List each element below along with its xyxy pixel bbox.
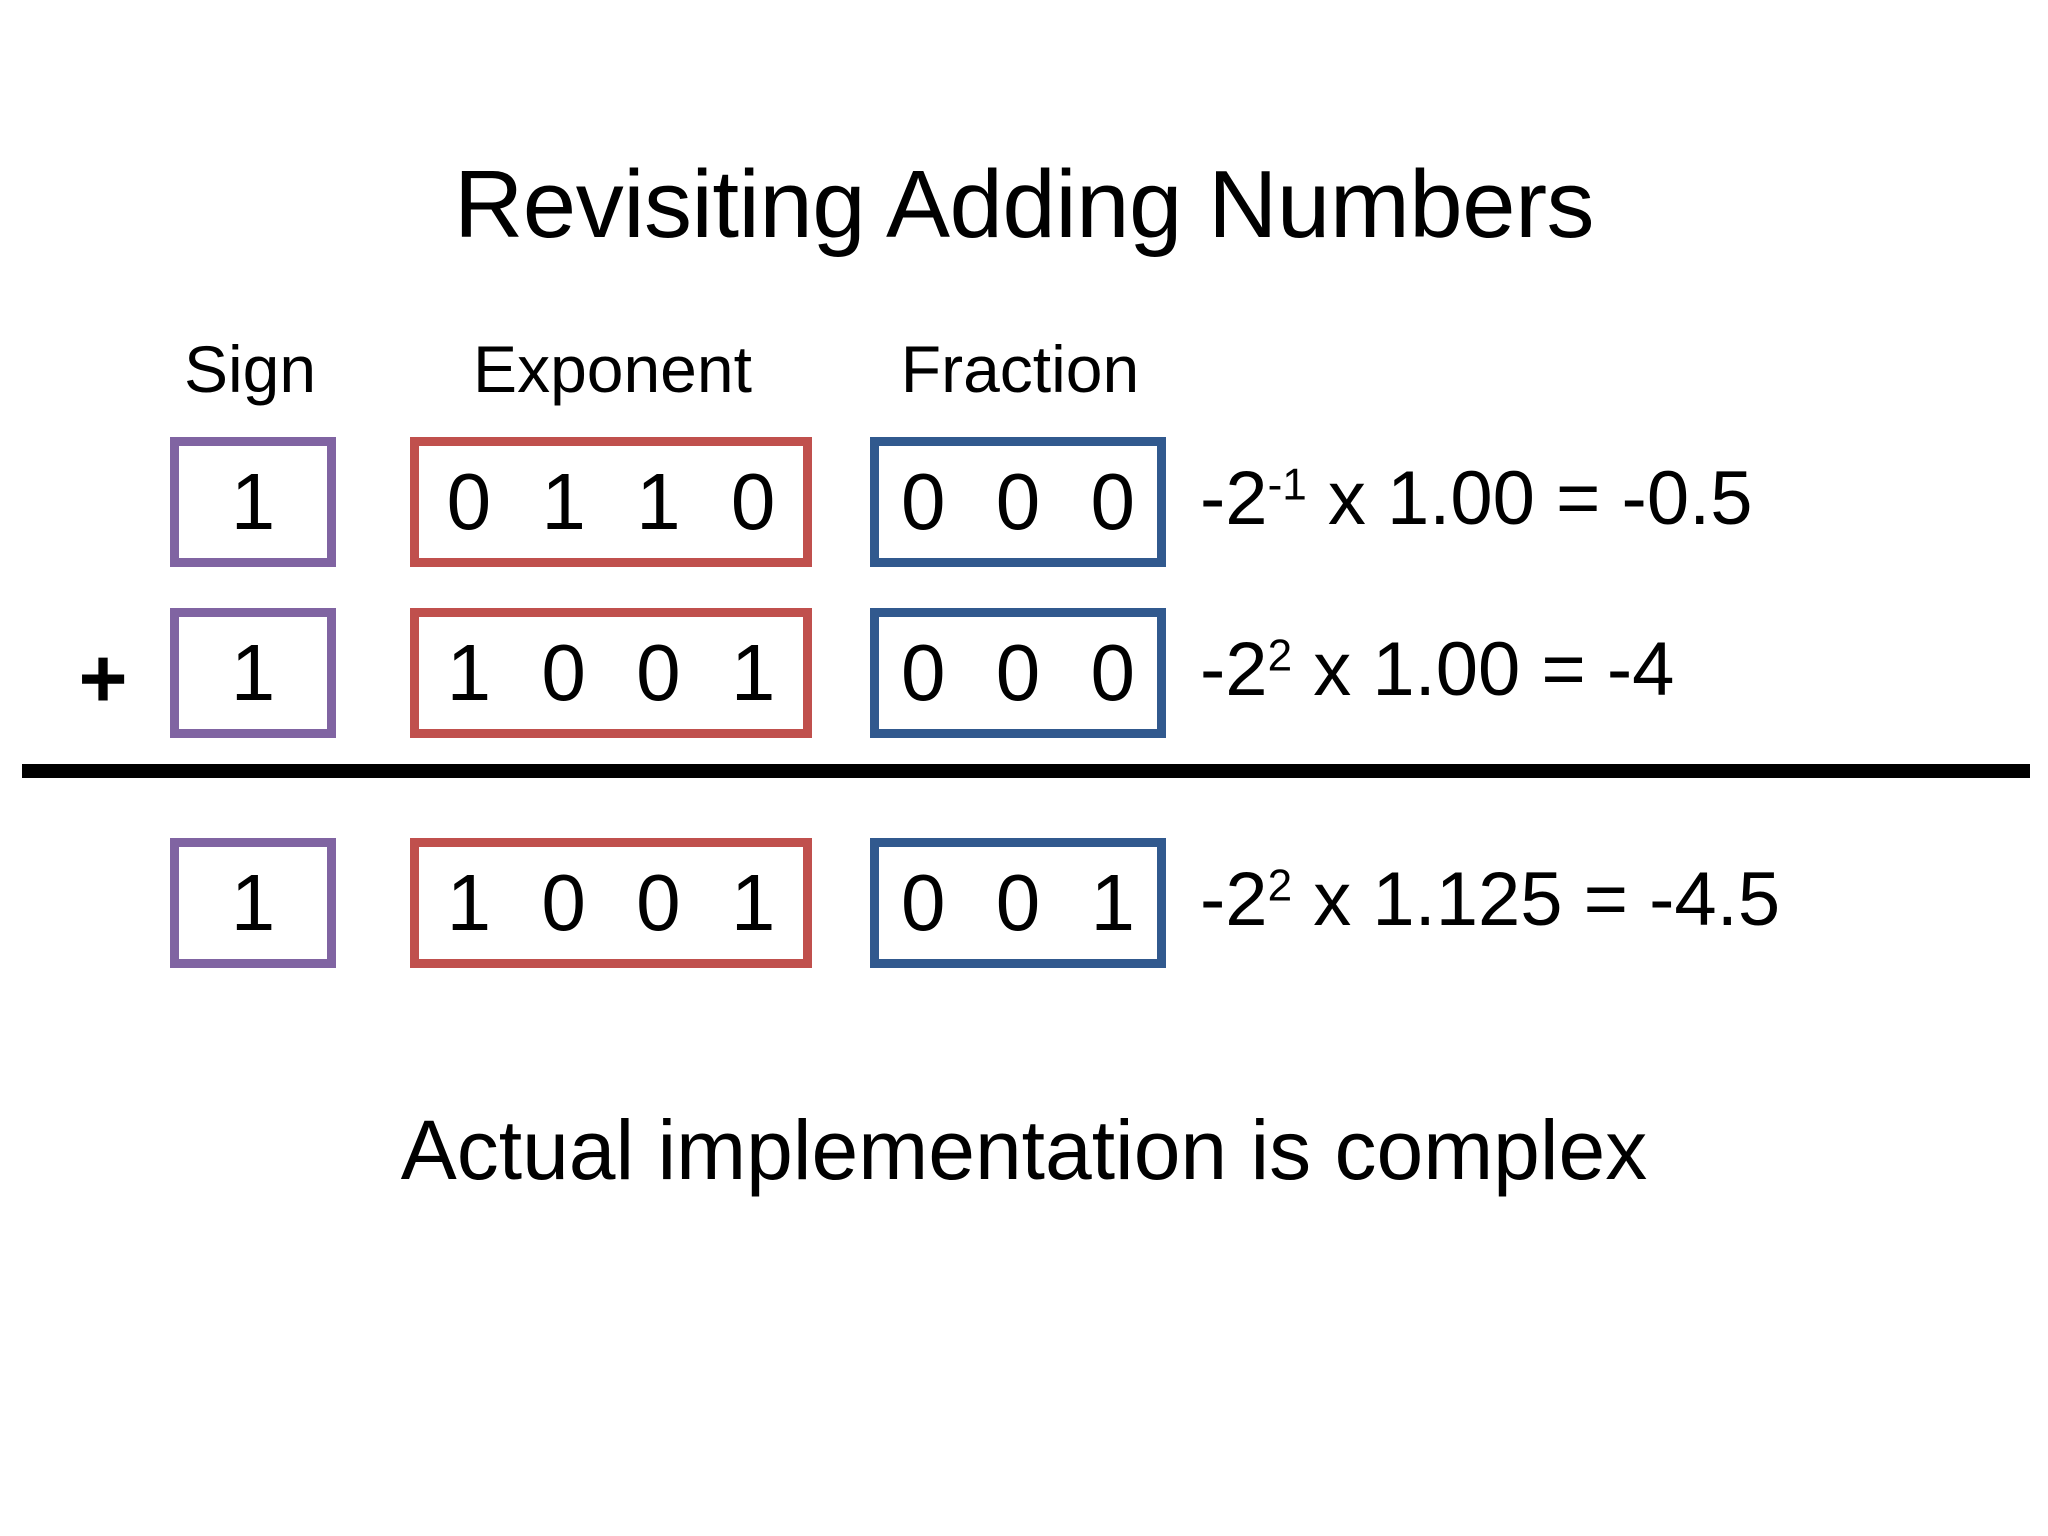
sign-field-result: 1 [170,838,336,968]
sign-field-row-1: 1 [170,437,336,567]
sum-rule-divider [22,764,2030,778]
fraction-field-row-2: 0 0 0 [870,608,1166,738]
equation-result: -22 x 1.125 = -4.5 [1200,850,2040,950]
fraction-bits-row-1: 0 0 0 [901,457,1149,546]
equation-exponent-result: 2 [1267,861,1293,911]
sign-field-row-2: 1 [170,608,336,738]
equation-rest-row-1: x 1.00 = -0.5 [1306,456,1753,541]
column-header-row: Sign Exponent Fraction [0,330,2048,410]
exponent-field-row-2: 1 0 0 1 [410,608,812,738]
operand-row-1: 1 0 1 1 0 0 0 0 -2-1 x 1.00 = -0.5 [0,437,2048,567]
slide-caption: Actual implementation is complex [400,1103,1648,1197]
equation-base-row-2: -2 [1200,627,1268,712]
fraction-bits-row-2: 0 0 0 [901,628,1149,717]
sign-bits-result: 1 [230,858,290,947]
exponent-bits-row-2: 1 0 0 1 [446,628,790,717]
equation-exponent-row-1: -1 [1267,460,1307,510]
column-header-sign: Sign [183,332,317,406]
result-row: 1 1 0 0 1 0 0 1 -22 x 1.125 = -4.5 [0,838,2048,968]
equation-rest-row-2: x 1.00 = -4 [1292,627,1675,712]
equation-row-1: -2-1 x 1.00 = -0.5 [1200,449,2040,549]
equation-base-result: -2 [1200,857,1268,942]
equation-base-row-1: -2 [1200,456,1268,541]
exponent-field-row-1: 0 1 1 0 [410,437,812,567]
equation-rest-result: x 1.125 = -4.5 [1292,857,1781,942]
column-header-exponent: Exponent [473,332,752,406]
exponent-field-result: 1 0 0 1 [410,838,812,968]
row-operator-2: + [78,631,128,725]
page-title: Revisiting Adding Numbers [453,151,1595,258]
equation-exponent-row-2: 2 [1267,631,1293,681]
sign-bits-row-2: 1 [230,628,290,717]
fraction-bits-result: 0 0 1 [901,858,1149,947]
operand-row-2: + 1 1 0 0 1 0 0 0 -22 x 1.00 = -4 [0,608,2048,738]
exponent-bits-row-1: 0 1 1 0 [446,457,790,546]
exponent-bits-result: 1 0 0 1 [446,858,790,947]
equation-row-2: -22 x 1.00 = -4 [1200,620,2040,720]
fraction-field-result: 0 0 1 [870,838,1166,968]
column-header-fraction: Fraction [900,332,1140,406]
sign-bits-row-1: 1 [230,457,290,546]
fraction-field-row-1: 0 0 0 [870,437,1166,567]
